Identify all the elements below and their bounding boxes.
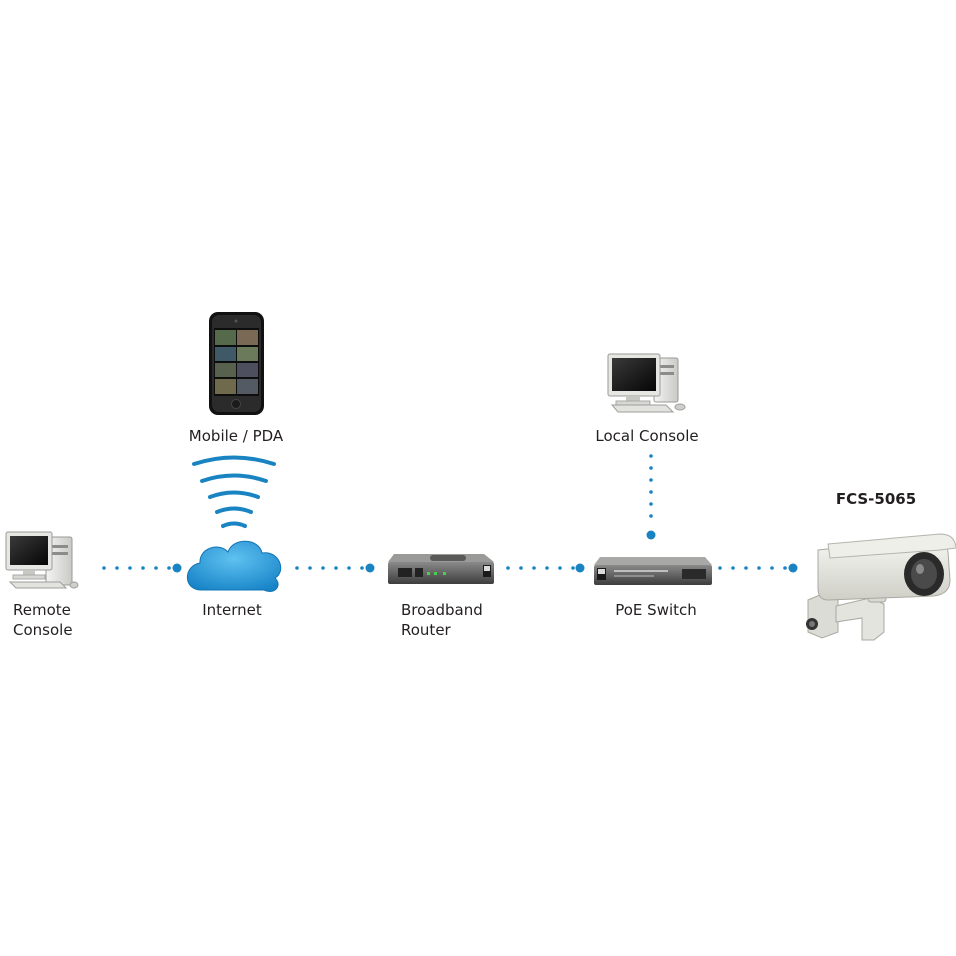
- router-label-line1: Broadband: [401, 601, 483, 619]
- connector-remote-internet: [102, 563, 182, 573]
- switch-icon: [594, 557, 712, 585]
- connector-switch-camera: [718, 563, 798, 573]
- mobile-label: Mobile / PDA: [188, 427, 284, 445]
- poe-switch-label: PoE Switch: [615, 601, 697, 619]
- local-console-label: Local Console: [595, 427, 699, 445]
- internet-label: Internet: [202, 601, 262, 619]
- wifi-icon: [192, 455, 276, 528]
- connector-router-switch: [506, 563, 585, 573]
- connector-local-console-switch: [646, 454, 656, 540]
- camera-model-label: FCS-5065: [835, 490, 917, 508]
- smartphone-icon: [209, 312, 264, 415]
- router-label-line2: Router: [401, 621, 451, 639]
- cloud-icon: [186, 540, 282, 592]
- connector-internet-router: [295, 563, 375, 573]
- local-console-computer-icon: [607, 353, 686, 413]
- remote-console-label-line1: Remote: [13, 601, 71, 619]
- remote-console-label-line2: Console: [13, 621, 73, 639]
- remote-console-computer-icon: [5, 531, 79, 589]
- ip-camera-icon: [806, 533, 956, 641]
- router-icon: [388, 554, 494, 584]
